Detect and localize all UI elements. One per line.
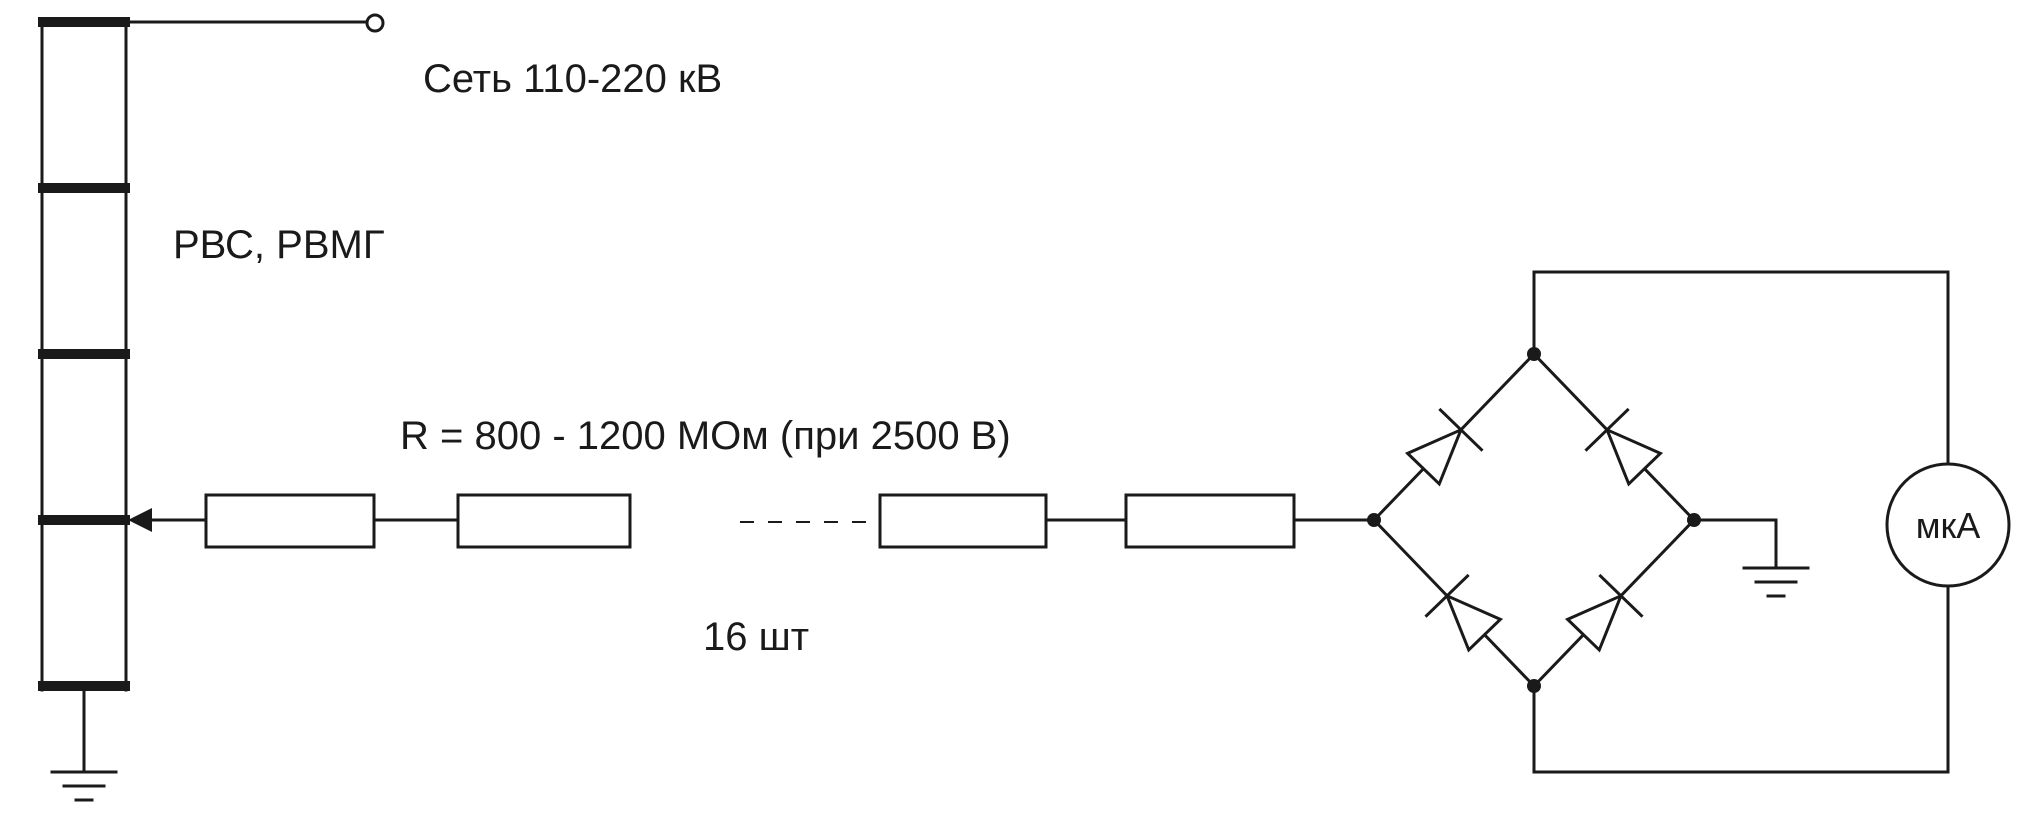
- tap-arrow-icon: [128, 508, 152, 532]
- network-lead: [124, 13, 385, 33]
- diode-icon: [1424, 573, 1504, 653]
- resistance-label: R = 800 - 1200 МОм (при 2500 В): [400, 414, 1011, 458]
- meter-circuit: мкА: [1532, 270, 2011, 774]
- ground-icon: [1692, 518, 1810, 598]
- microammeter-icon: [1885, 462, 2011, 588]
- diode-icon: [1564, 573, 1644, 653]
- ground-icon: [50, 688, 118, 802]
- diode-icon: [1584, 407, 1664, 487]
- arrester-stack: [38, 17, 130, 692]
- diode-icon: [1404, 407, 1484, 487]
- bridge-node-left: [1367, 513, 1381, 527]
- diode-bridge: [1367, 347, 1701, 693]
- network-label: Сеть 110-220 кВ: [423, 57, 722, 101]
- microammeter-label: мкА: [1916, 505, 1981, 546]
- resistor-icon: [878, 493, 1048, 549]
- count-label: 16 шт: [703, 615, 809, 659]
- resistor-icon: [456, 493, 632, 549]
- arrester-label: РВС, РВМГ: [173, 223, 384, 267]
- resistor-icon: [1124, 493, 1296, 549]
- resistor-icon: [204, 493, 376, 549]
- resistor-chain: [150, 493, 1374, 549]
- terminal-icon: [365, 13, 385, 33]
